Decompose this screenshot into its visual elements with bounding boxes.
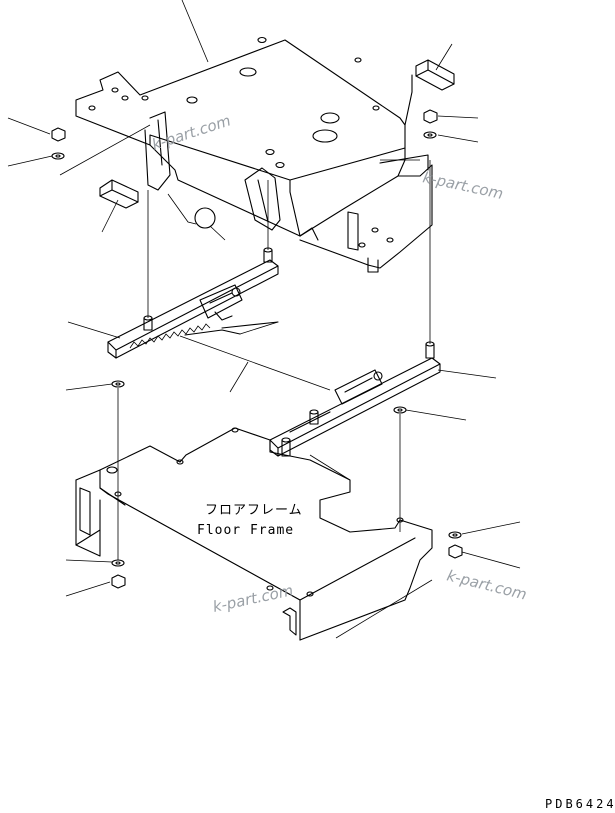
upper-hardware (51, 59, 455, 229)
left-slide-rail (107, 247, 279, 359)
watermark: k-part.com (150, 111, 233, 153)
watermark: k-part.com (421, 168, 505, 203)
floor-frame-label-jp: フロアフレーム (205, 503, 303, 518)
assembly-lines (7, 0, 521, 639)
drawing-code: PDB6424 (545, 797, 615, 811)
floor-frame (75, 427, 433, 641)
watermark: k-part.com (211, 581, 295, 616)
watermark: k-part.com (445, 566, 529, 603)
seat-mount-plate (75, 36, 433, 273)
right-slide-rail (269, 341, 441, 457)
floor-frame-label-en: Floor Frame (197, 523, 294, 538)
lower-hardware (111, 380, 463, 589)
